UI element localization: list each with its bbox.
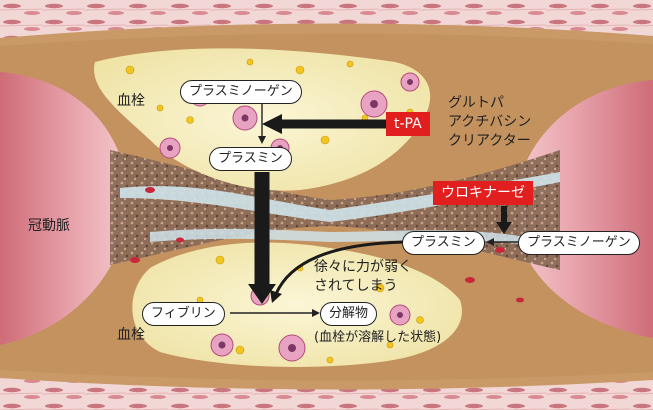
- node-fibrin: フィブリン: [142, 302, 225, 326]
- weaken-line-1: 徐々に力が弱く: [314, 258, 412, 277]
- tpa-drug-3: クリアクター: [448, 132, 531, 151]
- tpa-drug-1: グルトパ: [448, 94, 531, 113]
- node-product: 分解物: [320, 302, 377, 326]
- tpa-box: t-PA: [386, 112, 430, 136]
- node-plasmin-right: プラスミン: [402, 231, 485, 255]
- weaken-note: 徐々に力が弱く されてしまう: [314, 258, 412, 296]
- product-note: (血栓が溶解した状態): [314, 331, 441, 346]
- label-thrombus-top: 血栓: [117, 93, 145, 109]
- urokinase-box: ウロキナーゼ: [433, 181, 533, 205]
- node-plasminogen-right: プラスミノーゲン: [518, 231, 640, 255]
- label-coronary-artery: 冠動脈: [28, 218, 70, 234]
- node-plasminogen-top: プラスミノーゲン: [180, 80, 302, 104]
- tpa-drug-2: アクチバシン: [448, 113, 531, 132]
- weaken-line-2: されてしまう: [314, 277, 412, 296]
- label-thrombus-bottom: 血栓: [117, 327, 145, 343]
- node-plasmin-top: プラスミン: [209, 147, 292, 171]
- tpa-drug-names: グルトパ アクチバシン クリアクター: [448, 94, 531, 151]
